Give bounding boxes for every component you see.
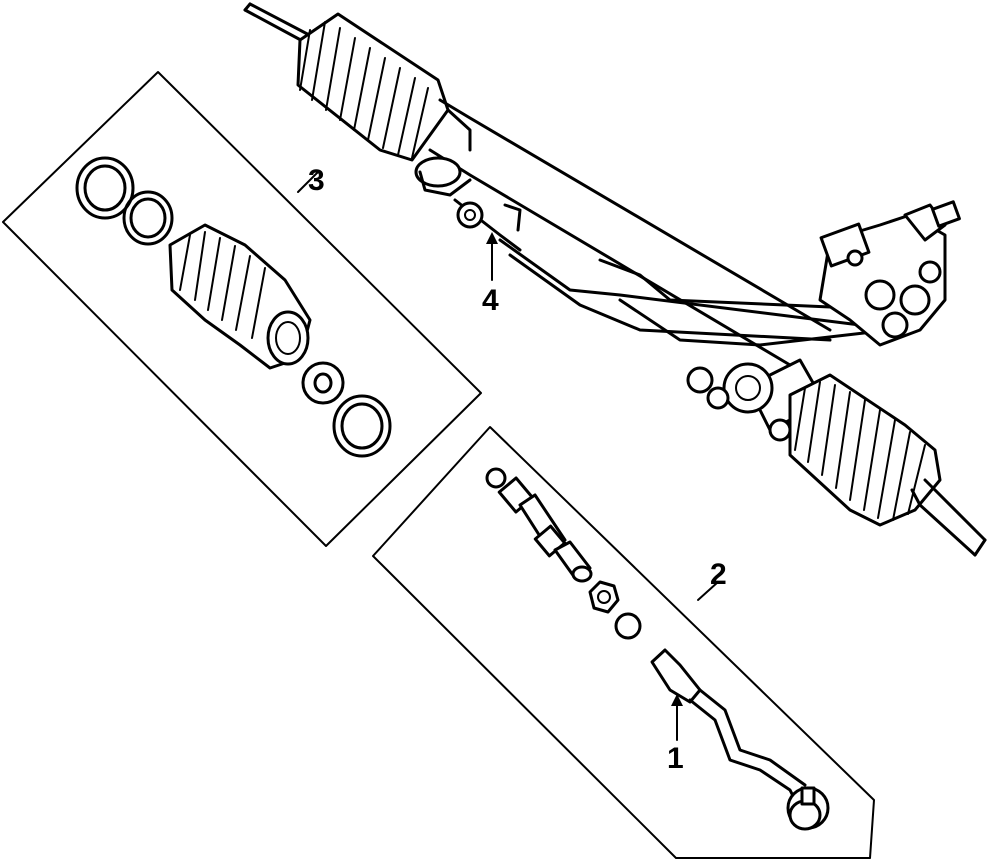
bushing — [614, 612, 642, 640]
outer-tie-rod-end — [650, 648, 830, 831]
mount-bracket — [414, 156, 522, 252]
valve-housing — [818, 200, 961, 347]
inner-tie-rod — [485, 467, 593, 583]
boot-kit-parts — [75, 156, 392, 458]
callout-4: 4 — [482, 284, 499, 317]
clamp-ring — [332, 394, 392, 458]
clamp-ring — [75, 156, 135, 220]
tie-rod-group-frame — [372, 426, 875, 859]
steering-rack-assembly — [243, 2, 987, 557]
left-bellows-boot — [296, 12, 450, 162]
callout-2: 2 — [710, 558, 727, 591]
tie-rod-parts — [485, 467, 830, 831]
boot-kit-group-frame — [2, 71, 482, 547]
callout-3: 3 — [308, 164, 325, 197]
clamp-ring — [122, 190, 174, 246]
right-bellows-boot — [788, 373, 942, 527]
callout-1: 1 — [667, 742, 684, 775]
callout-leaders — [297, 171, 719, 741]
jam-nut — [588, 580, 620, 614]
